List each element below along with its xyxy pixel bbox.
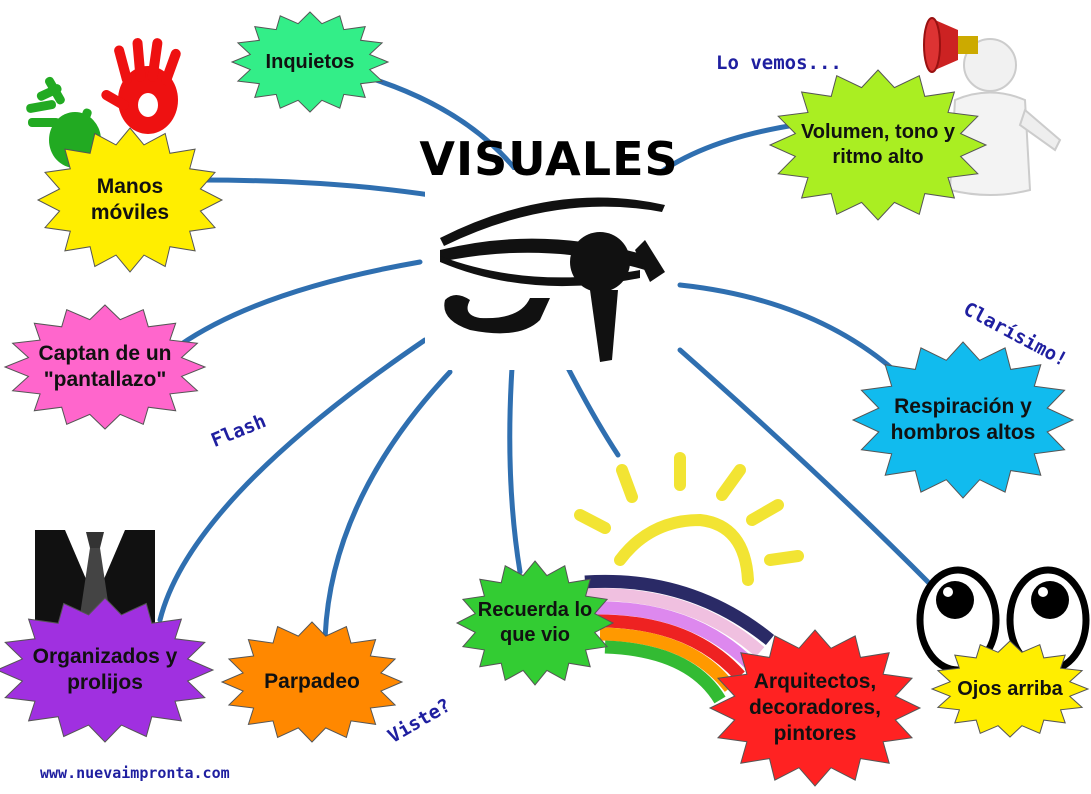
connector-organizados [157,337,428,623]
burst-shape-parpadeo [220,621,404,743]
burst-shape-captan [3,304,207,430]
connector-captan [177,259,423,348]
burst-shape-inquietos [230,11,390,113]
burst-nodes [0,11,1090,787]
page-title: VISUALES [419,132,679,186]
connector-parpadeo [322,369,453,643]
connector-respiracion [677,282,908,383]
burst-shape-organizados [0,597,215,743]
burst-shape-ojos [930,640,1090,738]
connector-manos [197,177,433,198]
handprints-icon [26,38,181,168]
burst-shape-arquitectos [708,629,922,787]
eye-of-horus-icon [425,170,675,370]
footer-url: www.nuevaimpronta.com [40,764,230,782]
connector-inquietos [367,75,523,178]
node-label-inquietos: Inquietos [265,50,355,73]
connector-sun [565,365,621,458]
connector-recuerda [507,365,523,575]
node-label-parpadeo: Parpadeo [264,669,360,693]
node-label-captan: Captan de un"pantallazo" [38,341,172,391]
burst-shape-recuerda [455,560,615,686]
burst-shape-respiracion [851,341,1075,499]
node-label-ojos: Ojos arriba [957,677,1063,700]
node-label-arquitectos: Arquitectos,decoradores,pintores [749,669,881,746]
burst-shape-volumen [768,69,988,221]
annotation-lo-vemos: Lo vemos... [716,52,842,74]
sun-rainbow-icon [574,452,804,704]
burst-shape-manos [36,127,224,273]
